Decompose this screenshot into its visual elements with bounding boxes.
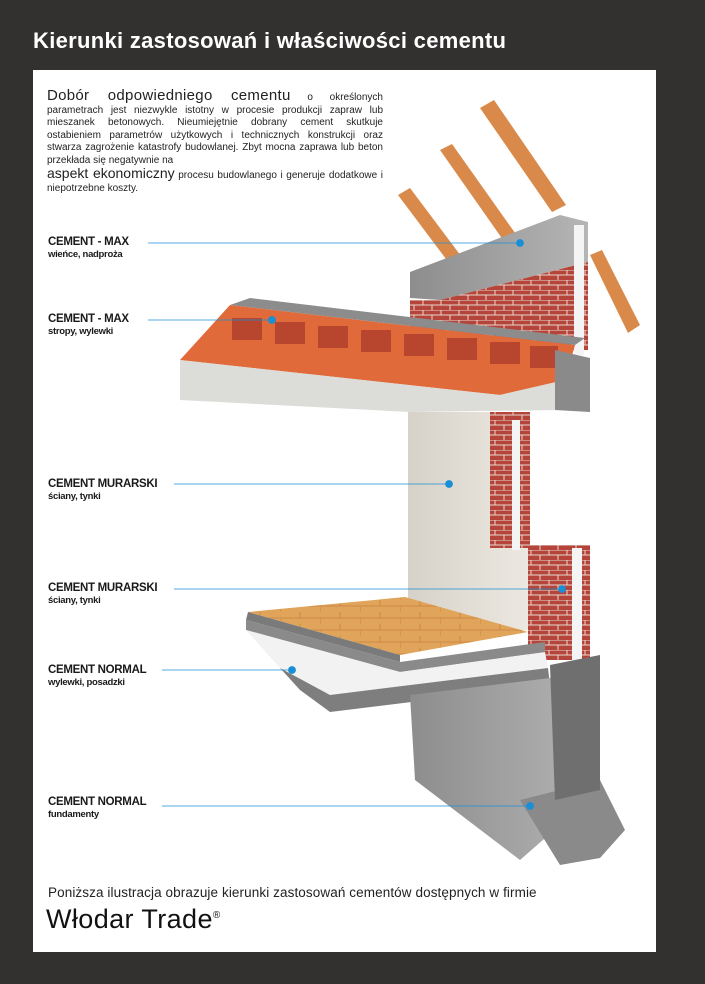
inner-plaster-wall: [408, 412, 528, 640]
label-name: CEMENT NORMAL: [48, 796, 147, 808]
label-foundation: CEMENT NORMAL fundamenty: [48, 796, 147, 820]
pointer-dot-ring-beam: [516, 239, 524, 247]
ceiling-block-row: [232, 318, 558, 368]
page-title: Kierunki zastosowań i właściwości cement…: [33, 28, 507, 53]
pointer-dot-floor: [288, 666, 296, 674]
label-wall-lower: CEMENT MURARSKI ściany, tynki: [48, 582, 158, 606]
intro-emphasis: aspekt ekonomiczny: [47, 165, 175, 181]
pointer-dot-wall-upper: [445, 480, 453, 488]
label-use: wieńce, nadproża: [48, 249, 123, 260]
pointer-lines: [148, 239, 566, 810]
intro-lead: Dobór odpowiedniego cementu: [47, 87, 291, 104]
footer-caption: Poniższa ilustracja obrazuje kierunki za…: [48, 885, 537, 900]
intro-part1: o określonych parametrach jest niezwykle…: [47, 92, 383, 166]
label-use: ściany, tynki: [48, 491, 101, 502]
label-use: wylewki, posadzki: [48, 677, 125, 688]
brand-name: Włodar Trade®: [46, 904, 221, 935]
label-name: CEMENT MURARSKI: [48, 478, 158, 490]
label-use: ściany, tynki: [48, 595, 101, 606]
brand-text: Włodar Trade: [46, 904, 213, 934]
label-ceiling: CEMENT - MAX stropy, wylewki: [48, 313, 129, 337]
floor-layers: [246, 597, 550, 712]
ring-beam: [410, 215, 588, 300]
intro-paragraph: Dobór odpowiedniego cementu o określonyc…: [47, 87, 383, 195]
middle-insulation: [512, 420, 520, 550]
label-use: stropy, wylewki: [48, 326, 114, 337]
label-name: CEMENT MURARSKI: [48, 582, 158, 594]
label-floor: CEMENT NORMAL wylewki, posadzki: [48, 664, 147, 688]
label-ring-beam: CEMENT - MAX wieńce, nadproża: [48, 236, 129, 260]
label-use: fundamenty: [48, 809, 99, 820]
lower-insulation: [572, 548, 582, 660]
label-name: CEMENT - MAX: [48, 236, 129, 248]
ceiling-edge: [555, 350, 590, 412]
brand-registered-mark: ®: [212, 910, 221, 921]
intro-part2: procesu budowlanego i generuje dodatkowe…: [47, 170, 383, 194]
upper-insulation: [574, 225, 584, 355]
label-name: CEMENT - MAX: [48, 313, 129, 325]
roof-rafters: [398, 100, 640, 333]
middle-brick-wall: [490, 412, 530, 548]
label-name: CEMENT NORMAL: [48, 664, 147, 676]
pointer-dot-foundation: [526, 802, 534, 810]
foundation: [410, 655, 625, 865]
label-wall-upper: CEMENT MURARSKI ściany, tynki: [48, 478, 158, 502]
pointer-dot-ceiling: [268, 316, 276, 324]
pointer-dot-wall-lower: [558, 585, 566, 593]
